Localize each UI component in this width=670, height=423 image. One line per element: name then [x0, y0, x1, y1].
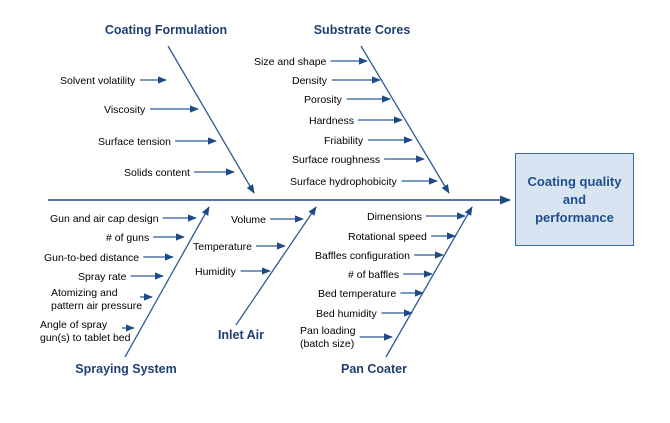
cause-inlet_air-2: Temperature	[193, 241, 252, 253]
effect-box: Coating quality and performance	[515, 153, 634, 246]
bone-pan_coater	[385, 206, 473, 358]
cause-pan_coater-1: Dimensions	[367, 211, 422, 223]
cause-substrate_cores-1: Size and shape	[254, 56, 327, 68]
category-pan_coater: Pan Coater	[341, 362, 407, 376]
cause-coating_formulation-4: Solids content	[124, 167, 190, 179]
cause-spraying_system-1: Gun and air cap design	[50, 213, 159, 225]
cause-pan_coater-3: Baffles configuration	[315, 250, 410, 262]
cause-substrate_cores-4: Hardness	[309, 115, 354, 127]
cause-spraying_system-4: Spray rate	[78, 271, 127, 283]
bone-inlet_air	[235, 206, 317, 326]
cause-pan_coater-4: # of baffles	[348, 269, 399, 281]
bone-coating_formulation	[167, 45, 255, 194]
bone-spraying_system	[124, 206, 210, 358]
cause-inlet_air-1: Volume	[231, 214, 266, 226]
bone-substrate_cores	[360, 45, 450, 194]
category-spraying_system: Spraying System	[75, 362, 176, 376]
cause-coating_formulation-1: Solvent volatility	[60, 75, 136, 87]
cause-coating_formulation-2: Viscosity	[104, 104, 146, 116]
category-inlet_air: Inlet Air	[218, 328, 264, 342]
cause-pan_coater-2: Rotational speed	[348, 231, 427, 243]
cause-coating_formulation-3: Surface tension	[98, 136, 171, 148]
category-substrate_cores: Substrate Cores	[314, 23, 411, 37]
cause-inlet_air-3: Humidity	[195, 266, 237, 278]
cause-substrate_cores-7: Surface hydrophobicity	[290, 176, 398, 188]
cause-substrate_cores-6: Surface roughness	[292, 154, 380, 166]
cause-pan_coater-5: Bed temperature	[318, 288, 396, 300]
cause-spraying_system-3: Gun-to-bed distance	[44, 252, 139, 264]
cause-pan_coater-7: Pan loading(batch size)	[300, 325, 356, 350]
cause-substrate_cores-5: Friability	[324, 135, 364, 147]
cause-substrate_cores-3: Porosity	[304, 94, 343, 106]
category-coating_formulation: Coating Formulation	[105, 23, 227, 37]
cause-substrate_cores-2: Density	[292, 75, 328, 87]
cause-spraying_system-2: # of guns	[106, 232, 149, 244]
cause-pan_coater-6: Bed humidity	[316, 308, 377, 320]
